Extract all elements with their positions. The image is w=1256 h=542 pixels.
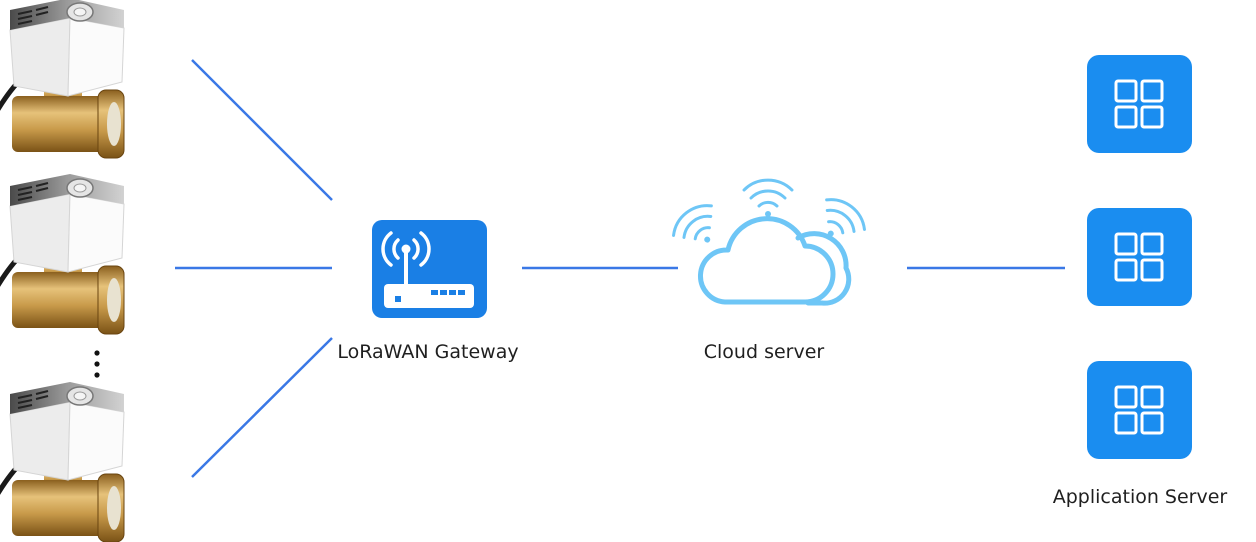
cloud-wifi-icon xyxy=(672,178,866,306)
wifi-icon xyxy=(672,204,713,243)
router-antenna-icon xyxy=(372,220,487,318)
wifi-icon xyxy=(742,178,794,217)
valve-actuator-icon xyxy=(0,174,124,334)
link-valve-3-gateway xyxy=(191,337,333,478)
grid-app-icon xyxy=(1087,55,1192,153)
vertical-ellipsis-icon xyxy=(94,350,100,378)
gateway-label: LoRaWAN Gateway xyxy=(337,341,519,363)
grid-app-icon xyxy=(1087,208,1192,306)
link-valve-1-gateway xyxy=(191,59,333,201)
valve-actuator-icon xyxy=(0,382,124,542)
cloud-server-label: Cloud server xyxy=(703,341,825,363)
application-server-label: Application Server xyxy=(1052,486,1228,508)
valve-actuator-icon xyxy=(0,0,124,158)
grid-app-icon xyxy=(1087,361,1192,459)
wifi-icon xyxy=(825,198,866,237)
